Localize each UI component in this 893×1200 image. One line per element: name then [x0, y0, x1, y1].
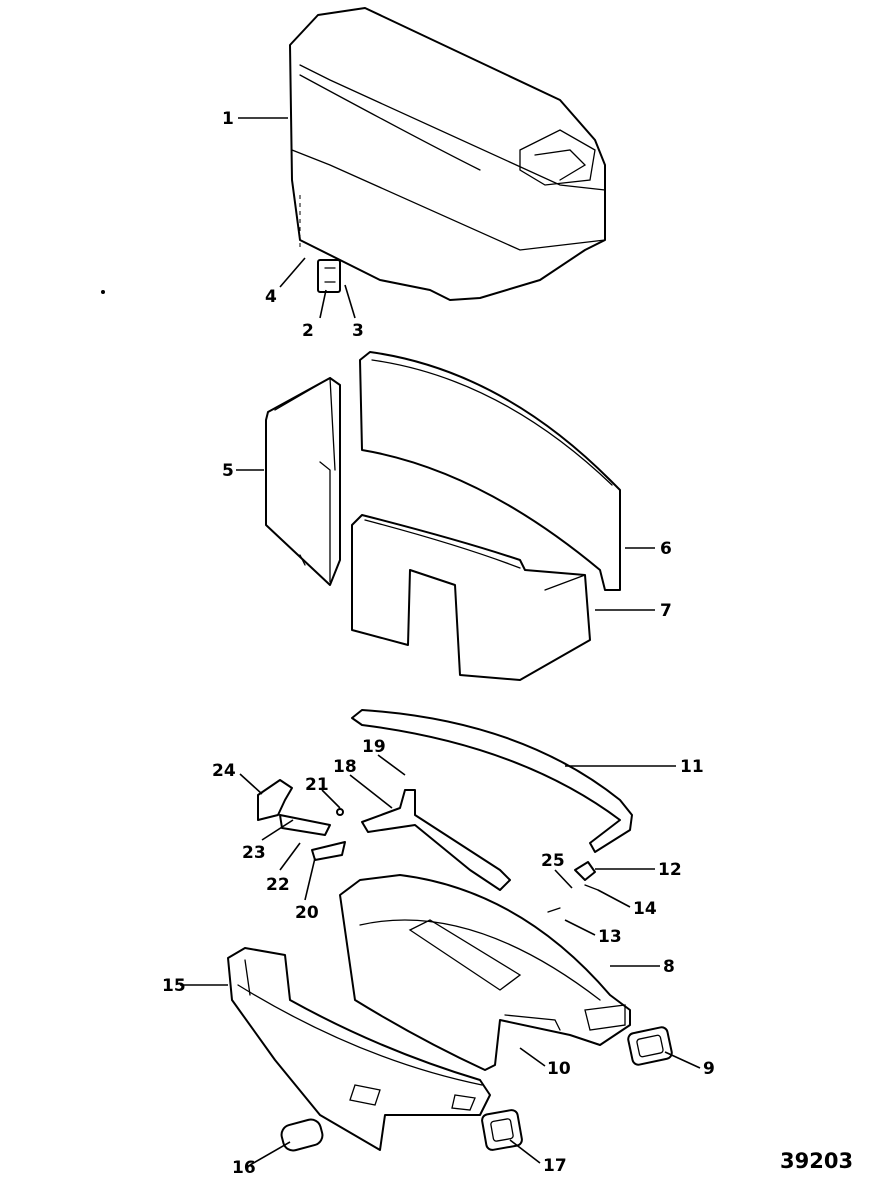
bottom-cowl-front [227, 947, 491, 1151]
side-pad [265, 376, 341, 586]
callout-25: 25 [541, 851, 565, 871]
callout-16: 16 [232, 1158, 256, 1178]
callout-8: 8 [663, 957, 675, 977]
callout-2: 2 [302, 321, 314, 341]
callout-6: 6 [660, 539, 672, 559]
small-hardware [547, 861, 599, 913]
callout-11: 11 [680, 757, 704, 777]
latch-plate [317, 259, 341, 293]
callout-24: 24 [212, 761, 236, 781]
callout-10: 10 [547, 1059, 571, 1079]
latch-assembly [257, 779, 346, 861]
grommet-9 [627, 1026, 673, 1066]
support-bracket [361, 789, 511, 891]
callout-23: 23 [242, 843, 266, 863]
leader-lines [180, 117, 701, 1166]
callout-17: 17 [543, 1156, 567, 1176]
callout-18: 18 [333, 757, 357, 777]
callout-4: 4 [265, 287, 277, 307]
fastener-dot [101, 290, 105, 294]
callout-9: 9 [703, 1059, 715, 1079]
callout-labels: 1 2 3 4 5 6 7 8 9 10 11 12 13 14 15 16 1… [162, 109, 853, 1178]
callout-22: 22 [266, 875, 290, 895]
grommet-17 [481, 1109, 523, 1151]
rear-pad [359, 351, 621, 591]
figure-number: 39203 [780, 1149, 853, 1173]
callout-12: 12 [658, 860, 682, 880]
callout-7: 7 [660, 601, 672, 621]
callout-19: 19 [362, 737, 386, 757]
callout-20: 20 [295, 903, 319, 923]
top-cowl [289, 7, 606, 301]
callout-3: 3 [352, 321, 364, 341]
callout-15: 15 [162, 976, 186, 996]
callout-13: 13 [598, 927, 622, 947]
callout-14: 14 [633, 899, 657, 919]
bottom-cowl-rear [339, 874, 631, 1071]
seal-strip [351, 709, 633, 853]
callout-21: 21 [305, 775, 329, 795]
lower-pad [351, 514, 591, 681]
grommet-16 [280, 1118, 324, 1152]
callout-1: 1 [222, 109, 234, 129]
callout-5: 5 [222, 461, 234, 481]
